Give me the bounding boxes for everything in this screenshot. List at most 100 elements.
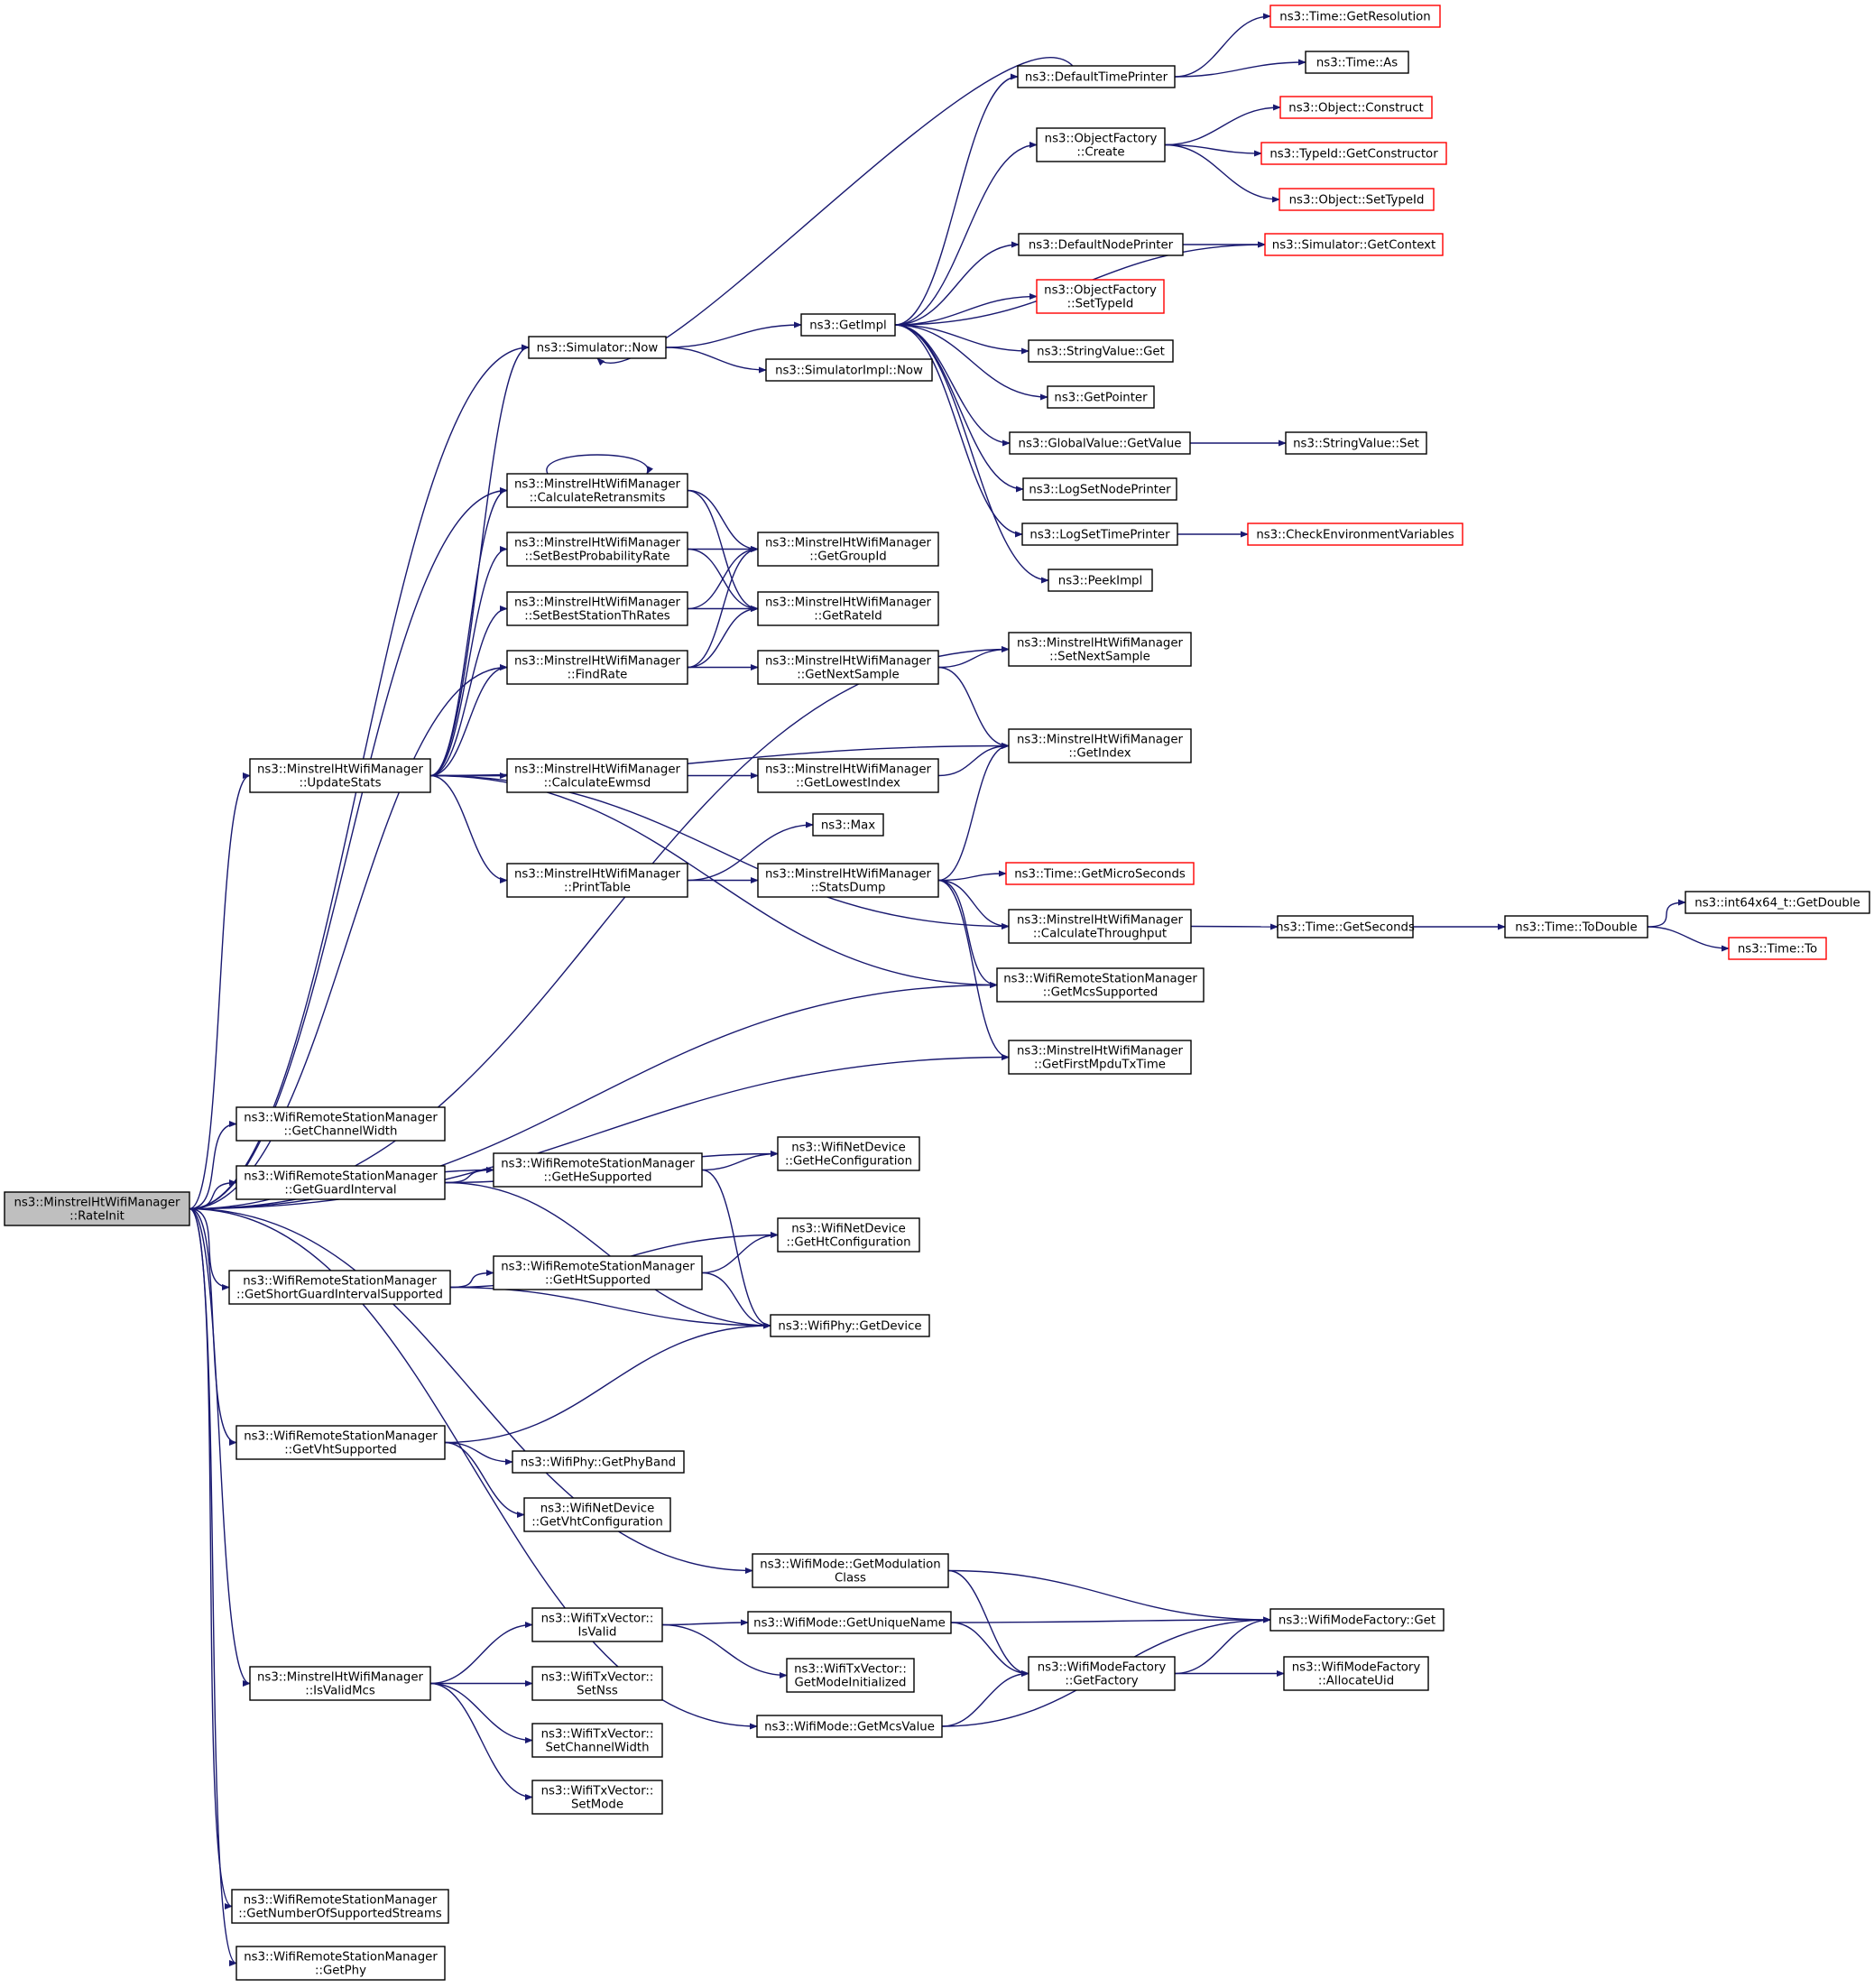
node-global-value-get-value[interactable]: ns3::GlobalValue::GetValue xyxy=(1009,431,1191,455)
node-max[interactable]: ns3::Max xyxy=(812,813,884,837)
node-wifi-remote-station-manager-get-phy[interactable]: ns3::WifiRemoteStationManager::GetPhy xyxy=(235,1946,446,1981)
node-box xyxy=(1008,909,1192,944)
node-wifi-remote-station-manager-get-number-of-supported-streams[interactable]: ns3::WifiRemoteStationManager::GetNumber… xyxy=(231,1889,449,1924)
node-wifi-net-device-get-vht-configuration[interactable]: ns3::WifiNetDevice::GetVhtConfiguration xyxy=(523,1497,671,1532)
node-time-as[interactable]: ns3::Time::As xyxy=(1305,51,1409,74)
node-time-to[interactable]: ns3::Time::To xyxy=(1728,937,1827,960)
node-minstrel-ht-wifi-manager-is-valid-mcs[interactable]: ns3::MinstrelHtWifiManager::IsValidMcs xyxy=(249,1666,431,1701)
node-wifi-mode-factory-get-factory[interactable]: ns3::WifiModeFactory::GetFactory xyxy=(1028,1656,1176,1691)
node-wifi-tx-vector-get-mode-initialized[interactable]: ns3::WifiTxVector::GetModeInitialized xyxy=(786,1658,915,1693)
node-log-set-node-printer[interactable]: ns3::LogSetNodePrinter xyxy=(1022,477,1177,501)
node-default-time-printer[interactable]: ns3::DefaultTimePrinter xyxy=(1017,65,1176,88)
node-time-get-resolution[interactable]: ns3::Time::GetResolution xyxy=(1269,5,1441,28)
node-box xyxy=(235,1425,446,1460)
edge-root-to-gsgi xyxy=(189,1207,230,1291)
node-minstrel-ht-wifi-manager-find-rate[interactable]: ns3::MinstrelHtWifiManager::FindRate xyxy=(506,650,688,685)
node-minstrel-ht-wifi-manager-rate-init[interactable]: ns3::MinstrelHtWifiManager::RateInit xyxy=(4,1191,190,1226)
node-box xyxy=(493,1255,703,1290)
node-time-get-micro-seconds[interactable]: ns3::Time::GetMicroSeconds xyxy=(1005,862,1195,885)
node-box xyxy=(506,473,688,508)
node-label: ns3::WifiPhy::GetPhyBand xyxy=(521,1456,676,1470)
node-simulator-now[interactable]: ns3::Simulator::Now xyxy=(528,336,667,359)
node-label: ns3::MinstrelHtWifiManager xyxy=(765,655,932,669)
node-box xyxy=(1018,233,1184,256)
node-label: ns3::WifiRemoteStationManager xyxy=(501,1261,695,1274)
node-wifi-mode-get-unique-name[interactable]: ns3::WifiMode::GetUniqueName xyxy=(747,1611,952,1634)
node-wifi-mode-factory-get[interactable]: ns3::WifiModeFactory::Get xyxy=(1269,1608,1445,1632)
node-object-factory-create[interactable]: ns3::ObjectFactory::Create xyxy=(1036,127,1166,162)
node-log-set-time-printer[interactable]: ns3::LogSetTimePrinter xyxy=(1021,522,1178,546)
node-box xyxy=(1260,142,1447,165)
node-minstrel-ht-wifi-manager-get-index[interactable]: ns3::MinstrelHtWifiManager::GetIndex xyxy=(1008,728,1192,763)
node-int64x64-t-get-double[interactable]: ns3::int64x64_t::GetDouble xyxy=(1685,891,1870,914)
node-minstrel-ht-wifi-manager-calculate-ewmsd[interactable]: ns3::MinstrelHtWifiManager::CalculateEwm… xyxy=(506,758,688,793)
node-type-id-get-constructor[interactable]: ns3::TypeId::GetConstructor xyxy=(1260,142,1447,165)
node-label: ::AllocateUid xyxy=(1318,1675,1394,1688)
node-label: ::GetPhy xyxy=(315,1965,366,1978)
edge-ofc-to-oc xyxy=(1164,104,1281,146)
edge-dtp-to-tgr xyxy=(1174,13,1271,78)
node-wifi-tx-vector-set-mode[interactable]: ns3::WifiTxVector::SetMode xyxy=(531,1780,663,1815)
node-simulator-impl-now[interactable]: ns3::SimulatorImpl::Now xyxy=(765,358,933,382)
node-wifi-remote-station-manager-get-ht-supported[interactable]: ns3::WifiRemoteStationManager::GetHtSupp… xyxy=(493,1255,703,1290)
node-wifi-tx-vector-is-valid[interactable]: ns3::WifiTxVector::IsValid xyxy=(531,1607,663,1642)
node-wifi-net-device-get-he-configuration[interactable]: ns3::WifiNetDevice::GetHeConfiguration xyxy=(777,1136,920,1171)
edge-wtvi-to-wtvgmi xyxy=(661,1623,788,1679)
node-get-pointer[interactable]: ns3::GetPointer xyxy=(1047,385,1155,409)
edge-dtp-to-tas xyxy=(1174,59,1306,78)
node-box xyxy=(1269,5,1441,28)
node-label: ns3::Time::As xyxy=(1316,57,1398,70)
node-wifi-tx-vector-set-channel-width[interactable]: ns3::WifiTxVector::SetChannelWidth xyxy=(531,1723,663,1758)
node-wifi-remote-station-manager-get-mcs-supported[interactable]: ns3::WifiRemoteStationManager::GetMcsSup… xyxy=(996,967,1205,1003)
node-get-impl[interactable]: ns3::GetImpl xyxy=(800,313,896,337)
node-label: ns3::WifiNetDevice xyxy=(791,1142,906,1155)
node-minstrel-ht-wifi-manager-calculate-throughput[interactable]: ns3::MinstrelHtWifiManager::CalculateThr… xyxy=(1008,909,1192,944)
node-box xyxy=(757,758,939,793)
node-wifi-remote-station-manager-get-short-guard-interval-supported[interactable]: ns3::WifiRemoteStationManager::GetShortG… xyxy=(228,1270,451,1305)
node-object-construct[interactable]: ns3::Object::Construct xyxy=(1279,96,1433,119)
node-label: ::CalculateRetransmits xyxy=(530,492,666,505)
node-peek-impl[interactable]: ns3::PeekImpl xyxy=(1048,569,1153,592)
node-label: ::GetHeSupported xyxy=(543,1171,651,1185)
node-minstrel-ht-wifi-manager-print-table[interactable]: ns3::MinstrelHtWifiManager::PrintTable xyxy=(506,863,688,898)
node-wifi-remote-station-manager-get-he-supported[interactable]: ns3::WifiRemoteStationManager::GetHeSupp… xyxy=(493,1152,703,1188)
node-wifi-mode-factory-allocate-uid[interactable]: ns3::WifiModeFactory::AllocateUid xyxy=(1283,1656,1429,1691)
node-wifi-tx-vector-set-nss[interactable]: ns3::WifiTxVector::SetNss xyxy=(531,1666,663,1701)
node-string-value-get[interactable]: ns3::StringValue::Get xyxy=(1028,339,1174,363)
node-minstrel-ht-wifi-manager-get-rate-id[interactable]: ns3::MinstrelHtWifiManager::GetRateId xyxy=(757,591,939,626)
node-wifi-remote-station-manager-get-channel-width[interactable]: ns3::WifiRemoteStationManager::GetChanne… xyxy=(235,1106,446,1142)
node-time-to-double[interactable]: ns3::Time::ToDouble xyxy=(1504,915,1648,939)
node-minstrel-ht-wifi-manager-set-next-sample[interactable]: ns3::MinstrelHtWifiManager::SetNextSampl… xyxy=(1008,632,1192,667)
node-wifi-mode-get-mcs-value[interactable]: ns3::WifiMode::GetMcsValue xyxy=(756,1715,943,1738)
node-box xyxy=(531,1723,663,1758)
node-label: ns3::WifiRemoteStationManager xyxy=(244,1112,438,1125)
edge-gvht-to-wpgd xyxy=(444,1322,771,1444)
node-minstrel-ht-wifi-manager-set-best-probability-rate[interactable]: ns3::MinstrelHtWifiManager::SetBestProba… xyxy=(506,532,688,567)
node-label: ::GetMcsSupported xyxy=(1043,986,1159,1000)
node-object-set-type-id[interactable]: ns3::Object::SetTypeId xyxy=(1279,188,1435,211)
node-wifi-phy-get-phy-band[interactable]: ns3::WifiPhy::GetPhyBand xyxy=(512,1450,685,1474)
node-minstrel-ht-wifi-manager-get-next-sample[interactable]: ns3::MinstrelHtWifiManager::GetNextSampl… xyxy=(757,650,939,685)
node-default-node-printer[interactable]: ns3::DefaultNodePrinter xyxy=(1018,233,1184,256)
node-wifi-remote-station-manager-get-guard-interval[interactable]: ns3::WifiRemoteStationManager::GetGuardI… xyxy=(235,1165,446,1200)
node-minstrel-ht-wifi-manager-get-lowest-index[interactable]: ns3::MinstrelHtWifiManager::GetLowestInd… xyxy=(757,758,939,793)
node-simulator-get-context[interactable]: ns3::Simulator::GetContext xyxy=(1264,233,1444,256)
node-object-factory-set-type-id[interactable]: ns3::ObjectFactory::SetTypeId xyxy=(1036,279,1165,314)
node-minstrel-ht-wifi-manager-set-best-station-th-rates[interactable]: ns3::MinstrelHtWifiManager::SetBestStati… xyxy=(506,591,688,626)
node-minstrel-ht-wifi-manager-calculate-retransmits[interactable]: ns3::MinstrelHtWifiManager::CalculateRet… xyxy=(506,473,688,508)
node-check-environment-variables[interactable]: ns3::CheckEnvironmentVariables xyxy=(1247,522,1463,546)
node-minstrel-ht-wifi-manager-get-first-mpdu-tx-time[interactable]: ns3::MinstrelHtWifiManager::GetFirstMpdu… xyxy=(1008,1040,1192,1075)
node-wifi-remote-station-manager-get-vht-supported[interactable]: ns3::WifiRemoteStationManager::GetVhtSup… xyxy=(235,1425,446,1460)
node-label: ::GetHeConfiguration xyxy=(785,1155,912,1169)
node-string-value-set[interactable]: ns3::StringValue::Set xyxy=(1285,431,1427,455)
node-time-get-seconds[interactable]: ns3::Time::GetSeconds xyxy=(1276,915,1415,939)
node-minstrel-ht-wifi-manager-update-stats[interactable]: ns3::MinstrelHtWifiManager::UpdateStats xyxy=(249,758,431,793)
node-minstrel-ht-wifi-manager-get-group-id[interactable]: ns3::MinstrelHtWifiManager::GetGroupId xyxy=(757,532,939,567)
node-label: ns3::WifiModeFactory xyxy=(1038,1661,1167,1675)
edge-pt-to-max xyxy=(687,821,814,882)
node-minstrel-ht-wifi-manager-stats-dump[interactable]: ns3::MinstrelHtWifiManager::StatsDump xyxy=(757,863,939,898)
node-wifi-net-device-get-ht-configuration[interactable]: ns3::WifiNetDevice::GetHtConfiguration xyxy=(777,1217,920,1253)
node-wifi-phy-get-device[interactable]: ns3::WifiPhy::GetDevice xyxy=(770,1314,930,1337)
